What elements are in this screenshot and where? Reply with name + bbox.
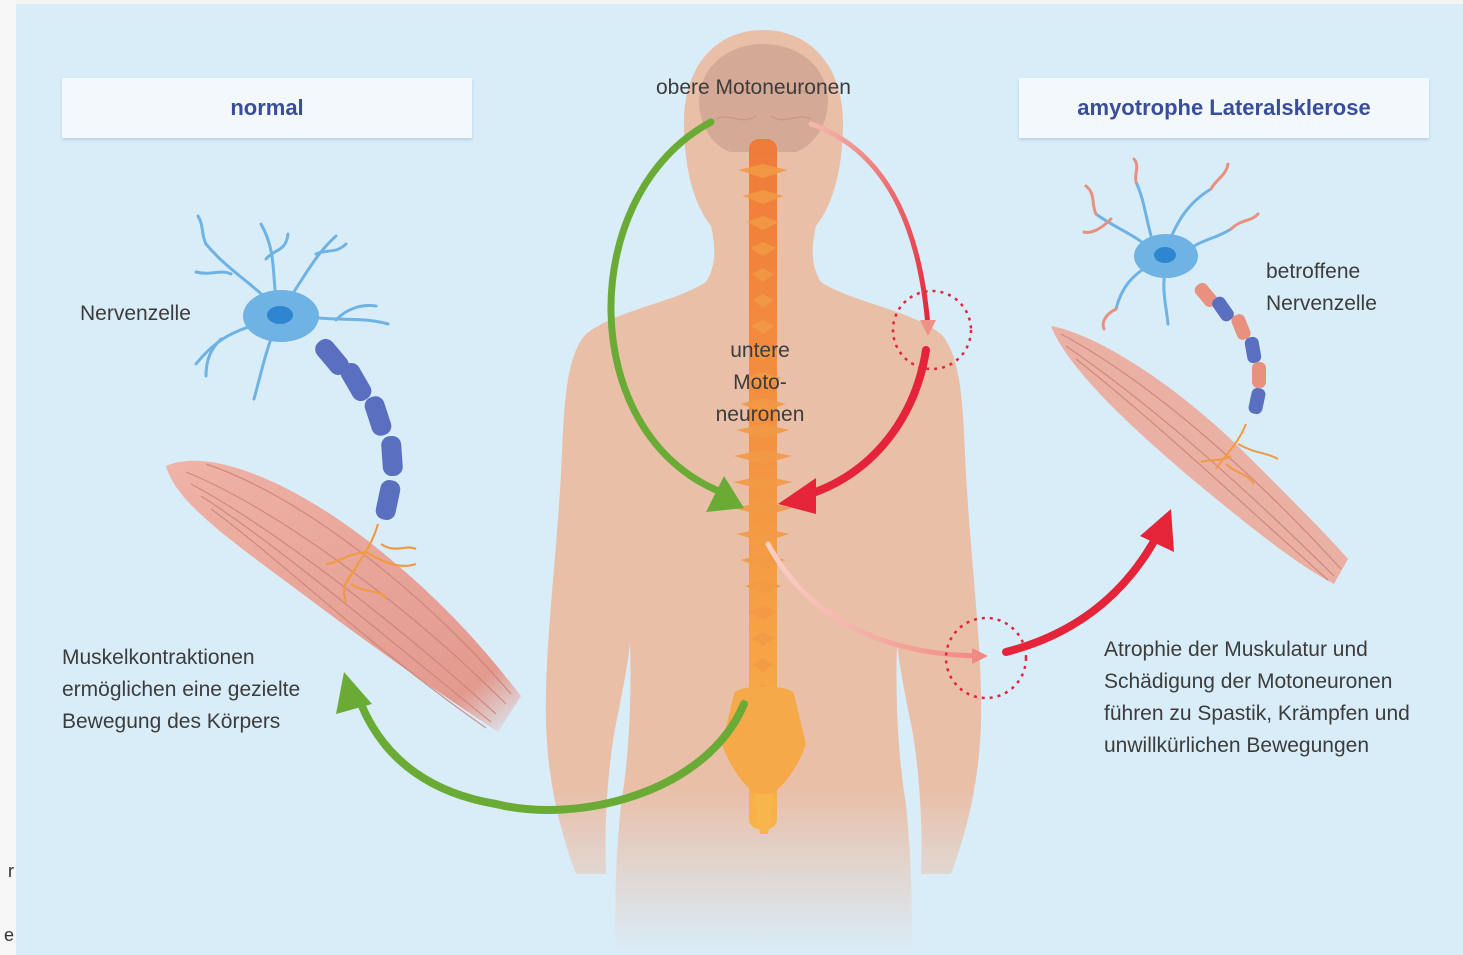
label-line: Muskelkontraktionen (62, 642, 300, 674)
diagram-illustration (16, 4, 1463, 955)
label-line: führen zu Spastik, Krämpfen und (1104, 698, 1410, 730)
header-normal: normal (62, 78, 472, 138)
label-line: Atrophie der Muskulatur und (1104, 634, 1410, 666)
label-line: Bewegung des Körpers (62, 706, 300, 738)
label-line: untere (710, 335, 810, 367)
als-diagram: normal amyotrophe Lateralsklerose obere … (16, 4, 1463, 955)
label-line: betroffene (1266, 256, 1377, 288)
label-atrophy: Atrophie der Muskulatur und Schädigung d… (1104, 634, 1410, 762)
label-line: neuronen (710, 399, 810, 431)
label-line: unwillkürlichen Bewegungen (1104, 730, 1410, 762)
header-als: amyotrophe Lateralsklerose (1019, 78, 1429, 138)
edge-glyph: r (0, 862, 14, 880)
label-muscle-contractions: Muskelkontraktionen ermöglichen eine gez… (62, 642, 300, 738)
label-line: Moto- (710, 367, 810, 399)
label-nerve-cell: Nervenzelle (80, 298, 191, 330)
page-edge-strip: r e (0, 0, 16, 955)
edge-glyph: e (0, 926, 14, 944)
label-affected-nerve-cell: betroffene Nervenzelle (1266, 256, 1377, 320)
label-lower-motor-neurons: untere Moto- neuronen (710, 335, 810, 431)
label-line: Nervenzelle (1266, 288, 1377, 320)
label-line: Schädigung der Motoneuronen (1104, 666, 1410, 698)
label-upper-motor-neurons: obere Motoneuronen (656, 72, 851, 104)
label-line: ermöglichen eine gezielte (62, 674, 300, 706)
atrophied-muscle (1051, 326, 1348, 584)
